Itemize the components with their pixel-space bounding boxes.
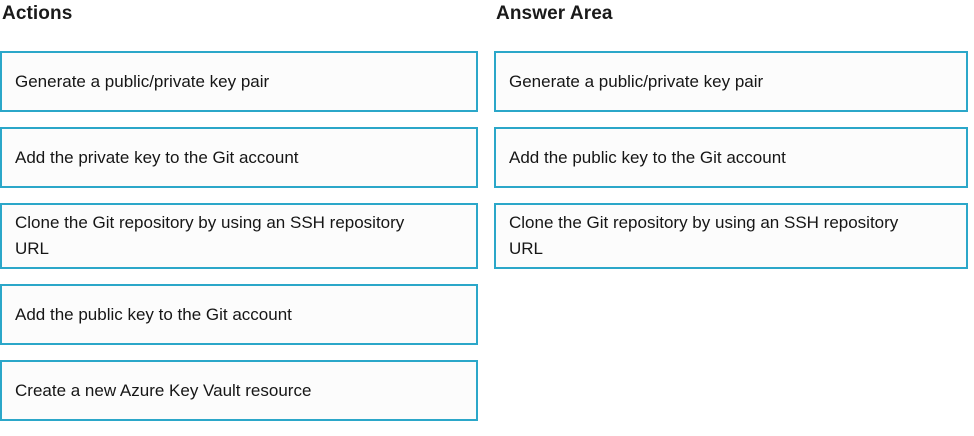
- action-item-3[interactable]: Clone the Git repository by using an SSH…: [0, 203, 478, 269]
- answer-area-heading: Answer Area: [496, 3, 613, 24]
- answer-item-label: Add the public key to the Git account: [509, 147, 786, 167]
- answer-item-1[interactable]: Generate a public/private key pair: [494, 51, 968, 112]
- action-item-2[interactable]: Add the private key to the Git account: [0, 127, 478, 188]
- action-item-label: Generate a public/private key pair: [15, 71, 270, 91]
- answer-item-3[interactable]: Clone the Git repository by using an SSH…: [494, 203, 968, 269]
- action-item-4[interactable]: Add the public key to the Git account: [0, 284, 478, 345]
- answer-area-list: Generate a public/private key pair Add t…: [494, 51, 970, 284]
- actions-heading: Actions: [2, 3, 73, 24]
- answer-item-label: Generate a public/private key pair: [509, 71, 764, 91]
- action-item-label: Create a new Azure Key Vault resource: [15, 380, 312, 400]
- action-item-label: Clone the Git repository by using an SSH…: [15, 213, 405, 258]
- action-item-label: Add the private key to the Git account: [15, 147, 299, 167]
- actions-column: Actions Generate a public/private key pa…: [0, 0, 480, 421]
- action-item-1[interactable]: Generate a public/private key pair: [0, 51, 478, 112]
- answer-item-2[interactable]: Add the public key to the Git account: [494, 127, 968, 188]
- actions-list: Generate a public/private key pair Add t…: [0, 51, 480, 436]
- action-item-label: Add the public key to the Git account: [15, 304, 292, 324]
- action-item-5[interactable]: Create a new Azure Key Vault resource: [0, 360, 478, 421]
- answer-area-column: Answer Area Generate a public/private ke…: [494, 0, 970, 269]
- answer-item-label: Clone the Git repository by using an SSH…: [509, 213, 899, 258]
- drag-and-drop-question: Actions Generate a public/private key pa…: [0, 0, 970, 421]
